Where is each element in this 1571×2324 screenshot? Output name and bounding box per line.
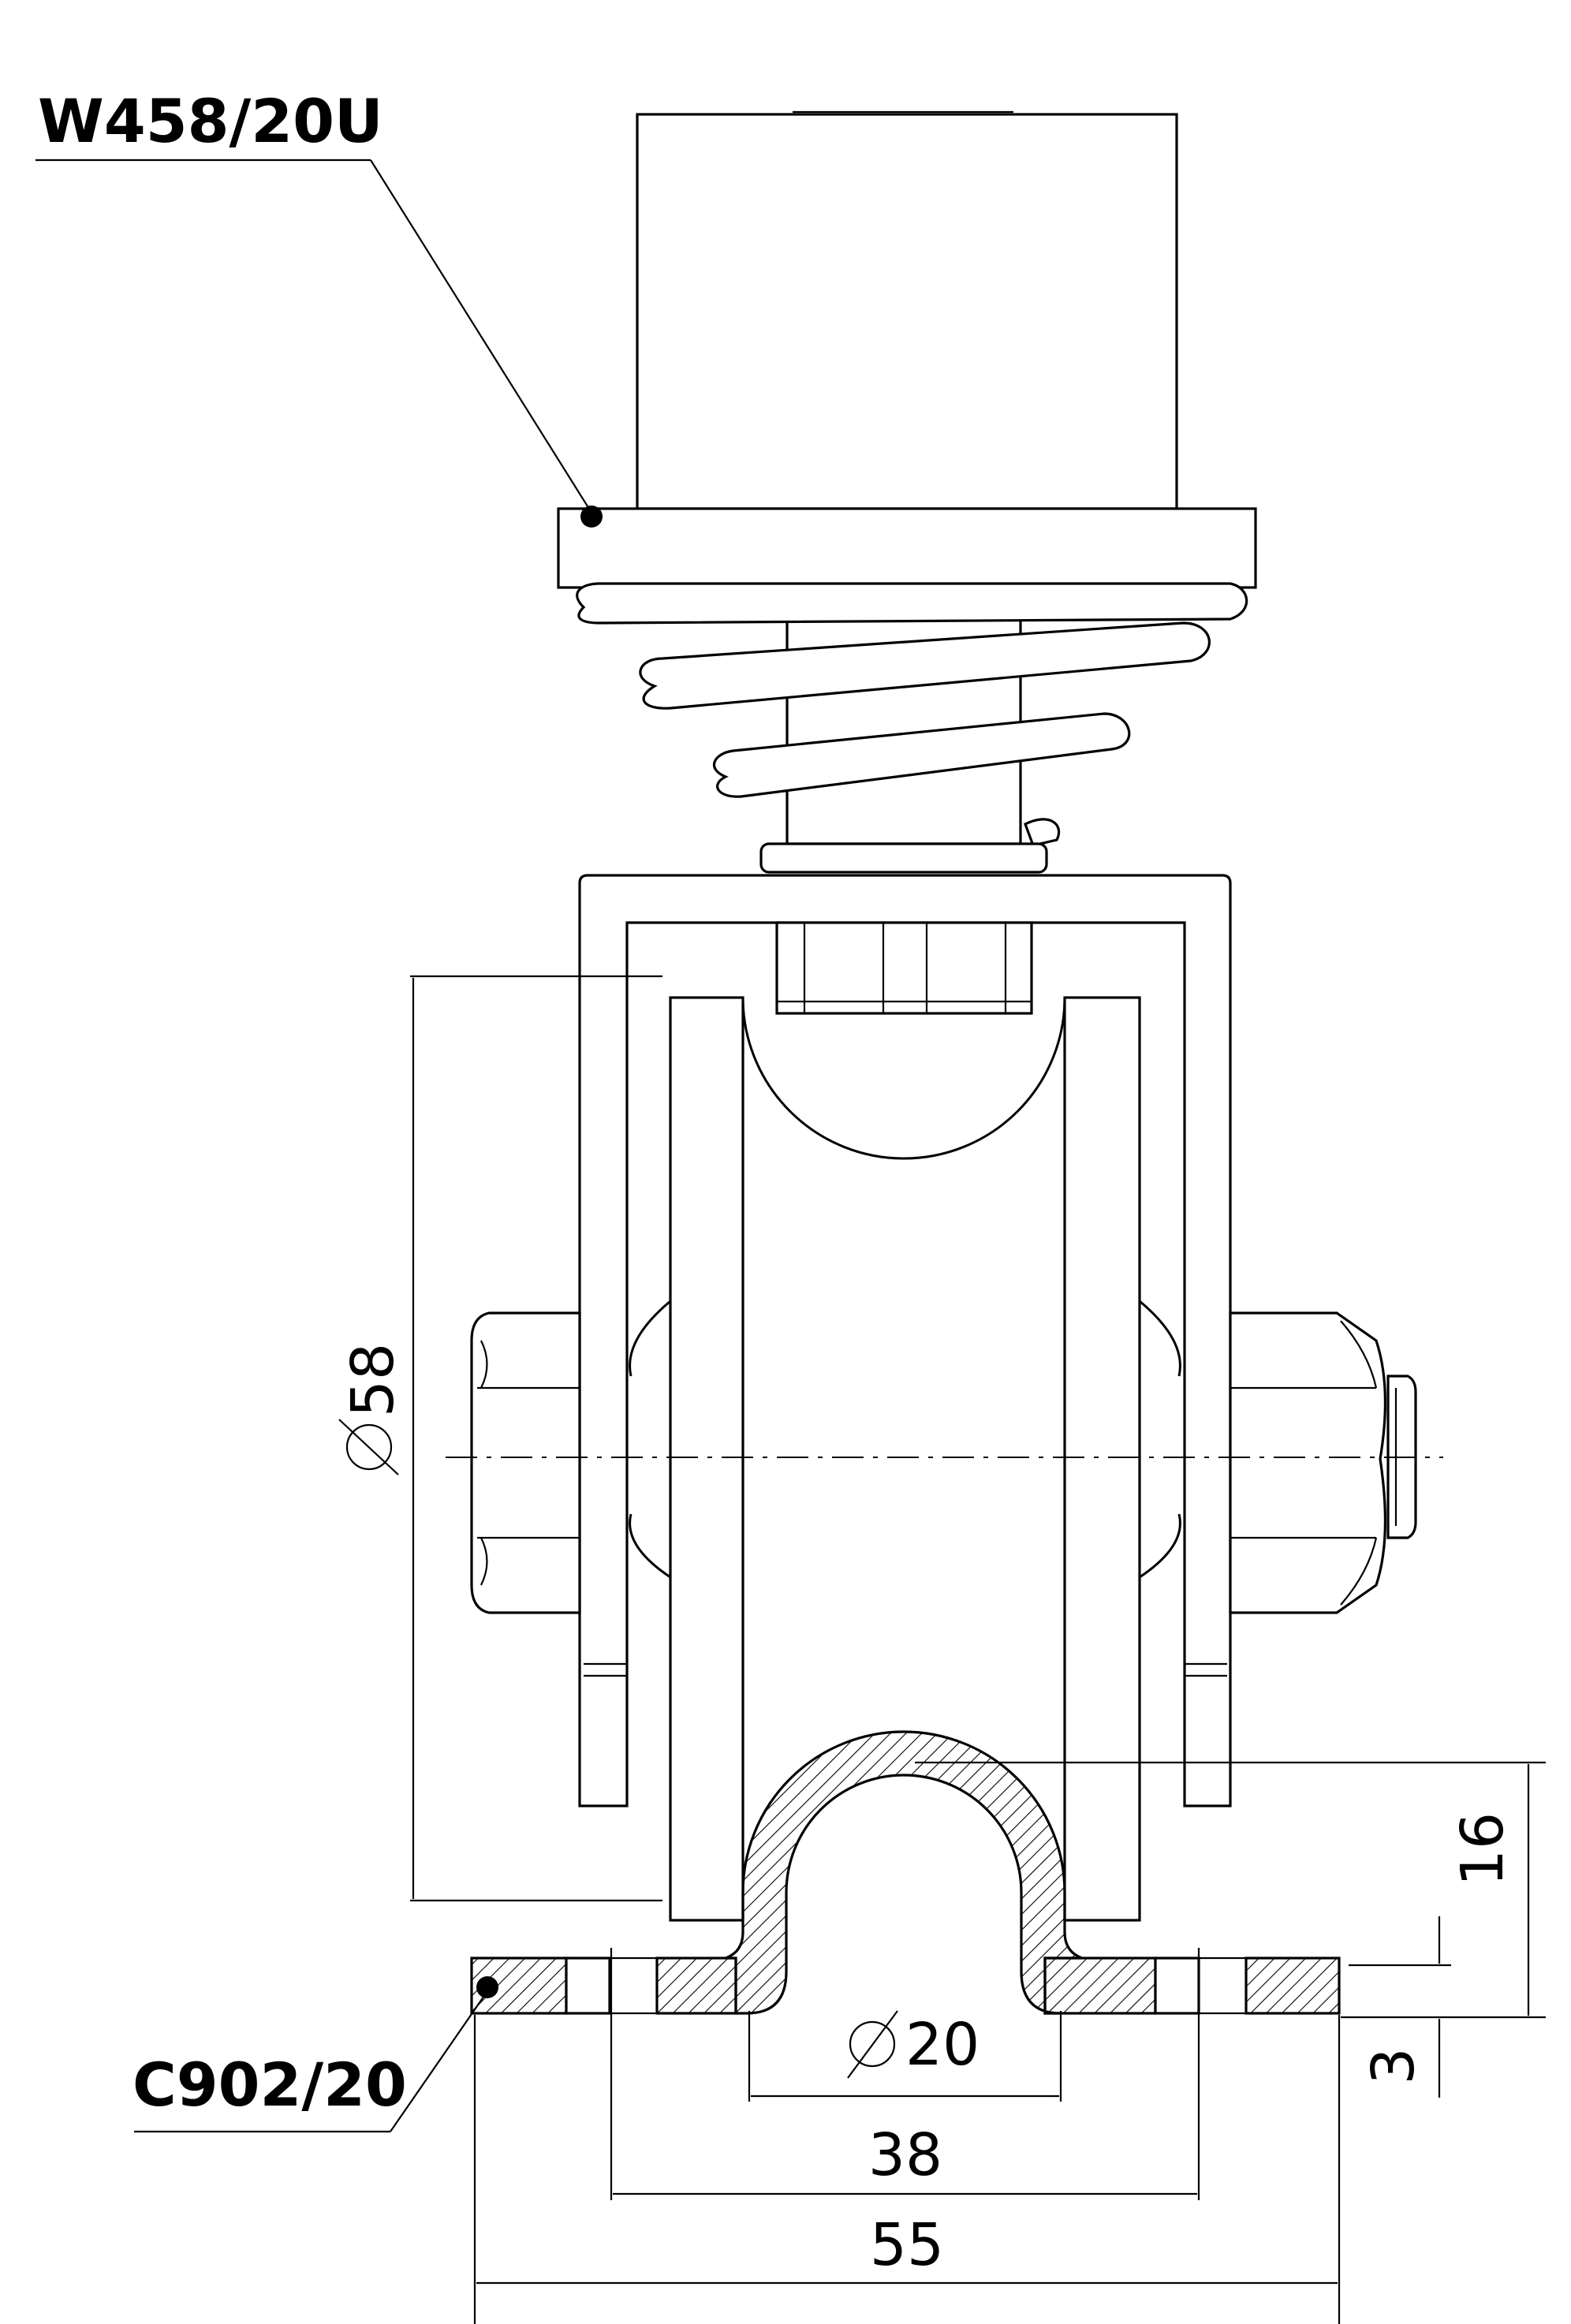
top-housing	[636, 113, 1178, 510]
grooved-wheel	[629, 996, 1181, 1922]
label-top-part: W458/20U	[38, 86, 383, 156]
spring-washer	[759, 842, 1048, 874]
flange-plate	[557, 507, 1257, 589]
callout-top	[35, 159, 603, 528]
bottom-track-section	[470, 1730, 1341, 2015]
dim-base-width: 55	[870, 2211, 944, 2279]
dim-diameter-groove: 20	[905, 2011, 980, 2079]
spring	[576, 582, 1248, 847]
dimension-lines	[410, 975, 1546, 2324]
diameter-symbols	[338, 1419, 898, 2079]
top-mount-assembly	[557, 110, 1257, 874]
callout-dot-top	[580, 505, 603, 528]
dim-hole-spacing: 38	[868, 2121, 942, 2189]
fork-bracket	[578, 874, 1232, 1807]
axle-bolt	[446, 1311, 1443, 1614]
dim-plate-thickness: 3	[1360, 2047, 1427, 2084]
top-nut	[775, 921, 1033, 1015]
callout-bottom	[134, 1976, 498, 2133]
dim-diameter-wheel: 58	[339, 1343, 407, 1417]
label-bottom-part: C902/20	[132, 2050, 407, 2120]
callout-dot-bottom	[476, 1976, 498, 1998]
dim-height-top: 16	[1449, 1812, 1517, 1886]
